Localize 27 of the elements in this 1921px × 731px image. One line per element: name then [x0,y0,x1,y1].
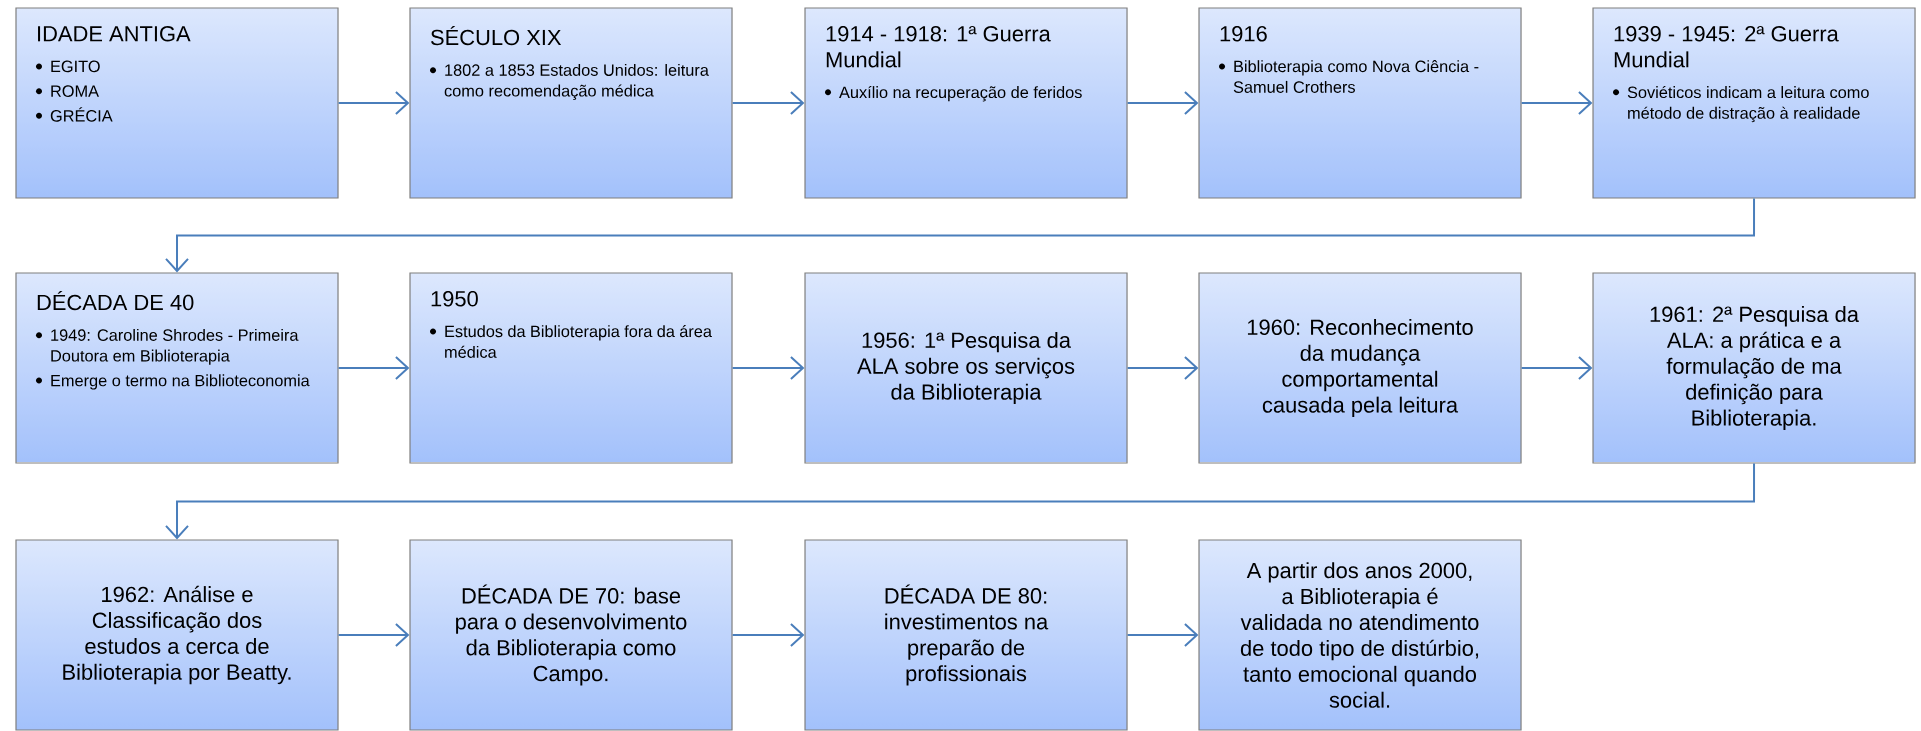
arrow [1520,356,1593,380]
timeline-box: 1939 - 1945: 2ª Guerra Mundial Soviéticos indicam a leitura como método de distração à realidade [1592,7,1916,199]
timeline-box: 1916 Biblioterapia como Nova Ciência - Samuel Crothers [1198,7,1522,199]
timeline-box: DÉCADA DE 70: base para o desenvolvimento da Biblioterapia como Campo. [409,539,733,731]
arrow [1126,91,1199,115]
timeline-box: 1962: Análise e Classificação dos estudos a cerca de Biblioterapia por Beatty. [15,539,339,731]
arrow [337,91,410,115]
timeline-box: 1956: 1ª Pesquisa da ALA sobre os serviços da Biblioterapia [804,272,1128,464]
timeline-box: 1961: 2ª Pesquisa da ALA: a prática e a formulação de ma definição para Biblioterapia. [1592,272,1916,464]
timeline-box: 1960: Reconhecimento da mudança comportamental causada pela leitura [1198,272,1522,464]
arrow [731,91,805,115]
timeline-box: DÉCADA DE 40 1949: Caroline Shrodes - Primeira Doutora em Biblioterapia Emerge o termo na Biblioteconomia [15,272,339,464]
timeline-box: 1950 Estudos da Biblioterapia fora da área médica [409,272,733,464]
timeline-box: A partir dos anos 2000, a Biblioterapia é validada no atendimento de todo tipo de distúrbio, tanto emocional quando social. [1198,539,1522,731]
arrow [1520,91,1593,115]
arrow [165,462,1756,540]
timeline-box: DÉCADA DE 80: investimentos na preparão de profissionais [804,539,1128,731]
arrow [165,197,1756,273]
arrow [337,356,410,380]
timeline-box: IDADE ANTIGA EGITO ROMA GRÉCIA [15,7,339,199]
arrow [1126,356,1199,380]
timeline-box: SÉCULO XIX 1802 a 1853 Estados Unidos: leitura como recomendação médica [409,7,733,199]
arrow [731,623,805,647]
arrow [731,356,805,380]
timeline-box: 1914 - 1918: 1ª Guerra Mundial Auxílio na recuperação de feridos [804,7,1128,199]
arrow [1126,623,1199,647]
arrow [337,623,410,647]
